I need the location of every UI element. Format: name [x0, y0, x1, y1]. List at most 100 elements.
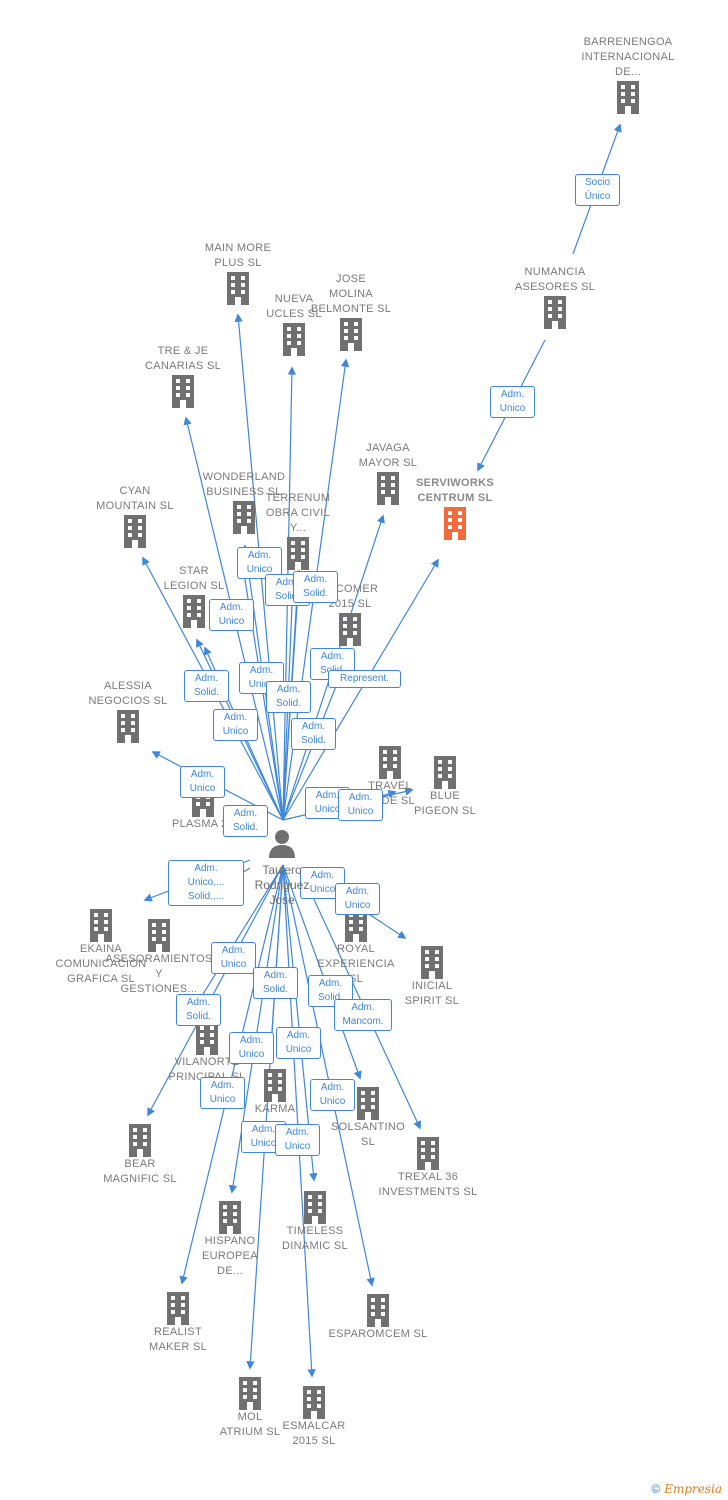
- company-node-mainmore[interactable]: MAIN MORE PLUS SL: [178, 241, 298, 305]
- edge-label-e12[interactable]: Adm. Unico: [213, 709, 258, 741]
- company-label: ESPAROMCEM SL: [328, 1328, 428, 1340]
- company-label: TREXAL 36 INVESTMENTS SL: [378, 1171, 478, 1198]
- edge-label-e3[interactable]: Adm. Unico: [237, 547, 282, 579]
- edge-line: [179, 864, 284, 1285]
- edge-label-e28[interactable]: Adm. Unico: [200, 1077, 245, 1109]
- building-icon: [129, 1124, 151, 1157]
- company-label: JOSE MOLINA BELMONTE SL: [310, 273, 392, 315]
- company-node-bear[interactable]: BEAR MAGNIFIC SL: [80, 1123, 200, 1187]
- building-icon: [172, 375, 194, 408]
- company-node-nuevaucles[interactable]: NUEVA UCLES SL: [234, 292, 354, 356]
- building-icon: [183, 595, 205, 628]
- edge-label-e14[interactable]: Adm. Unico: [180, 766, 225, 798]
- company-node-trexal[interactable]: TREXAL 36 INVESTMENTS SL: [368, 1136, 488, 1200]
- company-node-treje[interactable]: TRE & JE CANARIAS SL: [123, 344, 243, 408]
- building-icon: [377, 472, 399, 505]
- company-node-solsantino[interactable]: SOLSANTINO SL: [308, 1086, 428, 1150]
- company-label: CYAN MOUNTAIN SL: [96, 485, 174, 512]
- company-label: TRE & JE CANARIAS SL: [144, 345, 222, 372]
- edge-label-e25[interactable]: Adm. Mancom.: [334, 999, 392, 1031]
- company-node-timeless[interactable]: TIMELESS DINAMIC SL: [255, 1190, 375, 1254]
- company-node-numancia[interactable]: NUMANCIA ASESORES SL: [495, 265, 615, 329]
- edge-label-e6[interactable]: Adm. Unico: [209, 599, 254, 631]
- company-node-molatrium[interactable]: MOL ATRIUM SL: [190, 1376, 310, 1440]
- edge-label-e17[interactable]: Adm. Solid.: [223, 805, 268, 837]
- company-node-hispano[interactable]: HISPANO EUROPEA DE...: [170, 1200, 290, 1279]
- building-icon: [357, 1087, 379, 1120]
- edge-label-e29[interactable]: Adm. Unico: [310, 1079, 355, 1111]
- building-icon: [148, 919, 170, 952]
- building-icon: [345, 909, 367, 942]
- company-label: BARRENENGOA INTERNACIONAL DE...: [581, 36, 675, 78]
- building-icon: [367, 1294, 389, 1327]
- edge-label-e21[interactable]: Adm. Unico: [211, 942, 256, 974]
- building-icon: [444, 507, 466, 540]
- company-node-ekaina[interactable]: EKAINA COMUNICACION GRAFICA SL: [41, 908, 161, 987]
- company-label: SERVIWORKS CENTRUM SL: [416, 477, 494, 504]
- company-label: REALIST MAKER SL: [148, 1326, 208, 1353]
- company-label: ALESSIA NEGOCIOS SL: [88, 680, 168, 707]
- company-label: WONDERLAND BUSINESS SL: [202, 471, 286, 498]
- company-node-asesoramientos[interactable]: ASESORAMIENTOS Y GESTIONES...: [99, 918, 219, 997]
- edge-label-e18[interactable]: Adm. Unico,... Solid.,...: [168, 860, 244, 906]
- company-node-royal[interactable]: ROYAL EXPERIENCIA SL: [296, 908, 416, 987]
- edge-label-e26[interactable]: Adm. Unico: [229, 1032, 274, 1064]
- company-label: MAIN MORE PLUS SL: [204, 242, 272, 269]
- center-person-node[interactable]: Taulero Rodriguez Jose: [222, 828, 342, 908]
- company-label: TIMELESS DINAMIC SL: [282, 1225, 348, 1252]
- building-icon: [124, 515, 146, 548]
- company-label: MOL ATRIUM SL: [219, 1411, 281, 1438]
- edge-line: [282, 558, 439, 821]
- company-node-serviworks[interactable]: SERVIWORKS CENTRUM SL: [395, 476, 515, 540]
- edge-label-e8[interactable]: Represent.: [328, 670, 401, 688]
- building-icon: [303, 1386, 325, 1419]
- building-icon: [264, 1069, 286, 1102]
- edge-label-e22[interactable]: Adm. Solid.: [253, 967, 298, 999]
- company-node-realist[interactable]: REALIST MAKER SL: [118, 1291, 238, 1355]
- person-icon: [269, 830, 295, 858]
- building-icon: [196, 1022, 218, 1055]
- company-label: ESMALCAR 2015 SL: [282, 1420, 346, 1447]
- edge-line: [282, 864, 375, 1287]
- company-node-esmalcar[interactable]: ESMALCAR 2015 SL: [254, 1385, 374, 1449]
- company-node-cyan[interactable]: CYAN MOUNTAIN SL: [75, 484, 195, 548]
- edge-label-e27[interactable]: Adm. Unico: [276, 1027, 321, 1059]
- company-node-bluepigeon[interactable]: BLUE PIGEON SL: [385, 755, 505, 819]
- company-node-inicial[interactable]: INICIAL SPIRIT SL: [372, 945, 492, 1009]
- building-icon: [239, 1377, 261, 1410]
- company-label: STAR LEGION SL: [163, 565, 225, 592]
- building-icon: [287, 537, 309, 570]
- building-icon: [167, 1292, 189, 1325]
- company-label: EKAINA COMUNICACION GRAFICA SL: [55, 943, 147, 985]
- edge-label-e2[interactable]: Adm. Unico: [490, 386, 535, 418]
- edge-label-e5[interactable]: Adm. Solid.: [293, 571, 338, 603]
- edge-line: [282, 864, 362, 1080]
- company-node-alessia[interactable]: ALESSIA NEGOCIOS SL: [68, 679, 188, 743]
- edge-label-e13[interactable]: Adm. Solid.: [291, 718, 336, 750]
- company-label: KARMA: [254, 1103, 296, 1115]
- company-node-starlegion[interactable]: STAR LEGION SL: [134, 564, 254, 628]
- company-node-javaga[interactable]: JAVAGA MAYOR SL: [328, 441, 448, 505]
- building-icon: [421, 946, 443, 979]
- company-node-karma[interactable]: KARMA: [215, 1068, 335, 1117]
- company-node-esparomcem[interactable]: ESPAROMCEM SL: [318, 1293, 438, 1342]
- building-icon: [379, 746, 401, 779]
- company-node-wonderland[interactable]: WONDERLAND BUSINESS SL: [184, 470, 304, 534]
- edge-label-e20[interactable]: Adm. Unico: [335, 883, 380, 915]
- copyright-symbol: ©: [651, 1482, 661, 1496]
- edge-label-e9[interactable]: Adm. Solid.: [184, 670, 229, 702]
- company-node-josemolina[interactable]: JOSE MOLINA BELMONTE SL: [291, 272, 411, 351]
- building-icon: [340, 318, 362, 351]
- building-icon: [283, 323, 305, 356]
- edge-label-e24[interactable]: Adm. Solid.: [176, 994, 221, 1026]
- building-icon: [417, 1137, 439, 1170]
- edge-label-e1[interactable]: Socio Único: [575, 174, 620, 206]
- edge-label-e11[interactable]: Adm. Solid.: [266, 681, 311, 713]
- brand-footer: ©Empresia: [651, 1482, 722, 1496]
- edge-label-e16[interactable]: Adm. Unico: [338, 789, 383, 821]
- edge-label-e31[interactable]: Adm. Unico: [275, 1124, 320, 1156]
- building-icon: [233, 501, 255, 534]
- company-node-terrenum[interactable]: TERRENUM OBRA CIVIL Y...: [238, 491, 358, 570]
- company-label: BLUE PIGEON SL: [414, 790, 476, 817]
- company-node-barrenengoa[interactable]: BARRENENGOA INTERNACIONAL DE...: [568, 35, 688, 114]
